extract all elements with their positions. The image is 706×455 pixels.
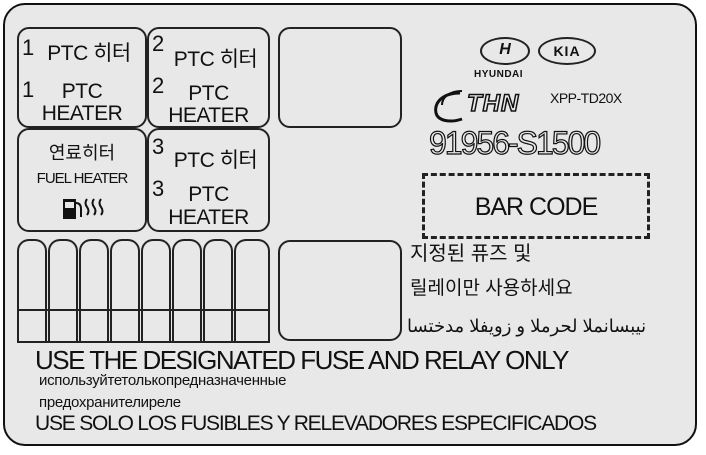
- thn-logo-swoosh: [434, 90, 463, 123]
- part-number: 91956-S1500: [428, 124, 601, 161]
- fuse-slot: [172, 239, 202, 343]
- spare-relay-slot-top: [278, 27, 402, 128]
- relay-2-korean: PTC 히터: [173, 48, 258, 71]
- fuse-slot: [234, 239, 270, 343]
- relay-slot-2: 2 PTC 히터 2 PTC HEATER: [147, 27, 270, 128]
- fuse-base-line: [17, 341, 270, 343]
- instruction-russian-line2: предохранителиреле: [39, 394, 181, 411]
- relay-3-en-line1: PTC: [188, 183, 229, 206]
- fuse-slot: [17, 239, 47, 343]
- relay-3-number-top: 3: [152, 134, 165, 159]
- relay-3-en-line2: HEATER: [168, 206, 249, 229]
- hyundai-wordmark: HYUNDAI: [474, 69, 524, 80]
- relay-3-number-bottom: 3: [152, 176, 165, 201]
- instruction-arabic: استخدم الفيوز و المرحل المناسبين: [407, 316, 647, 336]
- spare-relay-slot-bottom: [278, 240, 402, 341]
- instruction-korean-line2: 릴레이만 사용하세요: [410, 278, 573, 299]
- instruction-russian-line1: используйтетолькопредназначенные: [39, 372, 287, 389]
- fuel-heater-slot: 연료히터 FUEL HEATER: [17, 128, 147, 232]
- fuel-heater-korean: 연료히터: [48, 143, 116, 163]
- hyundai-logo: H: [480, 37, 530, 65]
- fuel-heater-english: FUEL HEATER: [36, 170, 129, 187]
- fuse-slot: [48, 239, 78, 343]
- fuse-divider-line: [17, 309, 270, 311]
- barcode-area: BAR CODE: [422, 173, 650, 239]
- instruction-spanish: USE SOLO LOS FUSIBLES Y RELEVADORES ESPE…: [35, 412, 597, 435]
- fuse-box-label: 1 PTC 히터 1 PTC HEATER 2 PTC 히터 2 PTC HEA…: [3, 3, 697, 446]
- kia-mark: KIA: [553, 43, 581, 59]
- relay-1-number-bottom: 1: [22, 77, 35, 102]
- model-code: XPP-TD20X: [550, 90, 622, 106]
- relay-2-en-line2: HEATER: [168, 104, 249, 127]
- relay-2-en-line1: PTC: [188, 82, 229, 105]
- relay-2-number-bottom: 2: [152, 73, 165, 98]
- fuel-heater-icon: [63, 198, 104, 219]
- relay-3-korean: PTC 히터: [173, 149, 258, 172]
- barcode-label: BAR CODE: [474, 193, 599, 221]
- relay-2-number-top: 2: [152, 31, 165, 56]
- relay-slot-3: 3 PTC 히터 3 PTC HEATER: [147, 128, 270, 232]
- fuse-slot-row: [17, 239, 270, 343]
- fuse-slot: [203, 239, 233, 343]
- relay-1-en-line2: HEATER: [41, 102, 123, 125]
- relay-1-number-top: 1: [22, 35, 35, 60]
- fuse-slot: [110, 239, 140, 343]
- relay-1-korean: PTC 히터: [47, 42, 131, 65]
- fuse-slot: [141, 239, 171, 343]
- fuse-slot: [79, 239, 109, 343]
- relay-slot-1: 1 PTC 히터 1 PTC HEATER: [17, 27, 147, 128]
- hyundai-mark: H: [499, 41, 511, 58]
- relay-1-en-line1: PTC: [61, 80, 103, 103]
- instruction-english: USE THE DESIGNATED FUSE AND RELAY ONLY: [35, 345, 569, 375]
- kia-logo: KIA: [538, 37, 596, 65]
- thn-wordmark: THN: [466, 89, 520, 118]
- instruction-korean-line1: 지정된 퓨즈 및: [410, 243, 532, 265]
